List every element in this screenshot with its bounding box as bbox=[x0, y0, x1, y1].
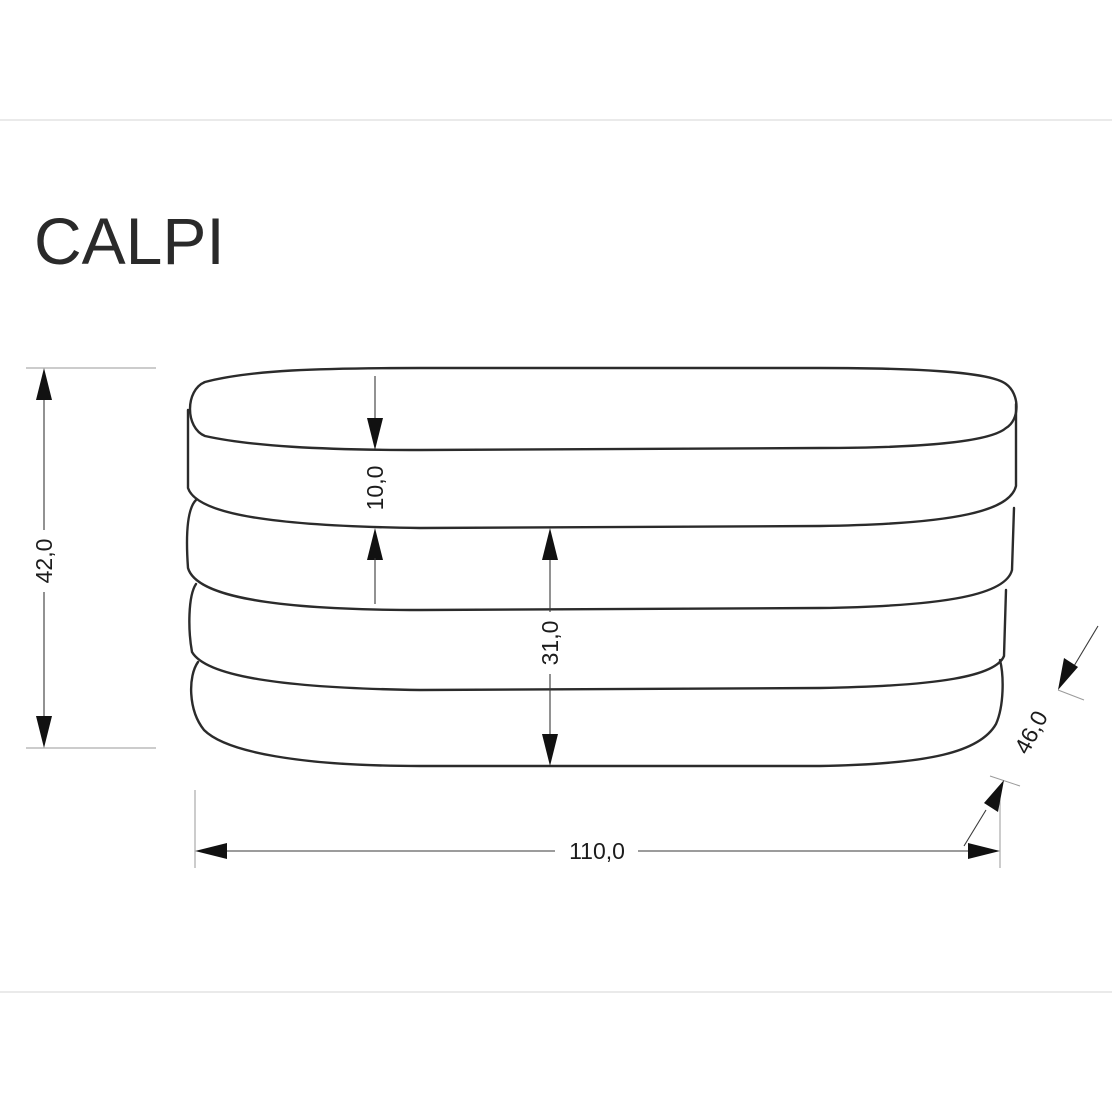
depth-arrow-top bbox=[1058, 658, 1078, 690]
width-label: 110,0 bbox=[569, 838, 625, 864]
height-arrow-up bbox=[36, 368, 52, 400]
ottoman-outline bbox=[185, 366, 1018, 768]
width-arrow-right bbox=[968, 843, 1000, 859]
top-cushion-face bbox=[188, 366, 1018, 452]
cushion-band-2 bbox=[185, 498, 1016, 612]
base-height-dimension: 31,0 bbox=[536, 528, 564, 766]
base-arrow-down bbox=[542, 734, 558, 766]
cushion-arrow-up bbox=[367, 528, 383, 560]
height-arrow-down bbox=[36, 716, 52, 748]
depth-ext-top bbox=[1057, 689, 1085, 701]
width-arrow-left bbox=[195, 843, 227, 859]
cushion-arrow-down bbox=[367, 418, 383, 450]
depth-label: 46,0 bbox=[1009, 706, 1053, 758]
cushion-band-4 bbox=[189, 658, 1004, 768]
base-height-label: 31,0 bbox=[537, 621, 563, 666]
base-arrow-up bbox=[542, 528, 558, 560]
cushion-height-dimension: 10,0 bbox=[362, 376, 388, 604]
cushion-band-1 bbox=[186, 402, 1018, 530]
cushion-height-label: 10,0 bbox=[362, 466, 388, 511]
depth-ext-bottom bbox=[989, 775, 1021, 787]
total-height-dimension: 42,0 bbox=[26, 367, 156, 749]
depth-arrow-bottom bbox=[984, 780, 1004, 812]
depth-dim-line-top bbox=[1073, 625, 1099, 667]
width-dimension: 110,0 bbox=[194, 790, 1001, 868]
cushion-band-3 bbox=[188, 582, 1008, 692]
depth-dim-line-bottom bbox=[963, 809, 987, 847]
total-height-label: 42,0 bbox=[31, 539, 57, 584]
product-title: CALPI bbox=[34, 204, 225, 278]
